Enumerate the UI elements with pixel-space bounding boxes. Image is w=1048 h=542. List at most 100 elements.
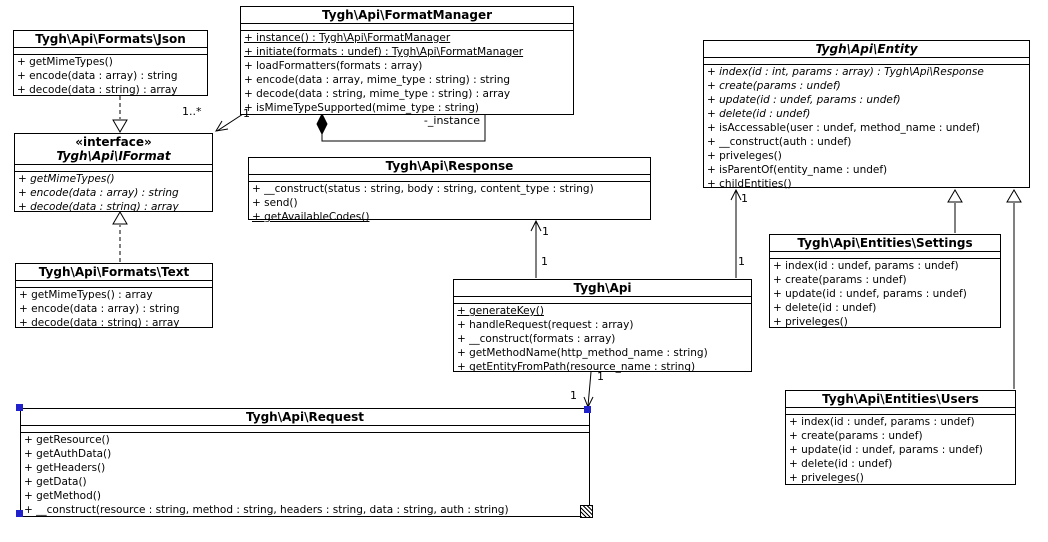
uml-method: + decode(data : string, mime_type : stri… bbox=[244, 88, 511, 100]
uml-method: + delete(id : undef) bbox=[773, 302, 877, 314]
uml-method: + loadFormatters(formats : array) bbox=[244, 60, 423, 72]
methods-compartment: + __construct(status : string, body : st… bbox=[249, 182, 650, 224]
selection-handle-top-right[interactable] bbox=[584, 406, 591, 413]
class-title: Tygh\Api bbox=[454, 280, 751, 297]
class-tygh-api-entities-settings[interactable]: Tygh\Api\Entities\Settings + index(id : … bbox=[769, 234, 1001, 328]
uml-method: + __construct(auth : undef) bbox=[707, 136, 852, 148]
class-title: Tygh\Api\Entity bbox=[704, 41, 1029, 58]
uml-method: + generateKey() bbox=[457, 305, 544, 317]
methods-compartment: + generateKey() + handleRequest(request :… bbox=[454, 304, 751, 374]
multiplicity-label: 1 bbox=[597, 370, 604, 383]
methods-compartment: + getMimeTypes() + encode(data : array) :… bbox=[15, 172, 212, 214]
stereotype-label: «interface» bbox=[75, 135, 152, 149]
uml-method: + delete(id : undef) bbox=[789, 458, 893, 470]
uml-method: + update(id : undef, params : undef) bbox=[773, 288, 967, 300]
uml-method: + encode(data : array) : string bbox=[19, 303, 180, 315]
multiplicity-label: 1 bbox=[738, 255, 745, 268]
uml-method: + isMimeTypeSupported(mime_type : string… bbox=[244, 102, 480, 114]
uml-method: + update(id : undef, params : undef) bbox=[789, 444, 983, 456]
generalization-settings-entity[interactable] bbox=[947, 189, 963, 233]
uml-method: + __construct(status : string, body : st… bbox=[252, 183, 594, 195]
selection-handle-bottom-right-resize[interactable] bbox=[580, 505, 593, 518]
uml-method: + create(params : undef) bbox=[789, 430, 923, 442]
attributes-compartment bbox=[21, 426, 589, 433]
uml-method: + getMimeTypes() : array bbox=[19, 289, 153, 301]
attributes-compartment bbox=[704, 58, 1029, 65]
class-title: Tygh\Api\Entities\Settings bbox=[770, 235, 1000, 252]
class-title: Tygh\Api\Formats\Json bbox=[14, 31, 207, 48]
interface-tygh-api-iformat[interactable]: «interface» Tygh\Api\IFormat + getMimeTy… bbox=[14, 133, 213, 214]
methods-compartment: + index(id : int, params : array) : Tygh… bbox=[704, 65, 1029, 191]
uml-method: + create(params : undef) bbox=[773, 274, 907, 286]
selection-handle-top-left[interactable] bbox=[16, 404, 23, 411]
multiplicity-label: 1..* bbox=[182, 105, 202, 118]
uml-method: + decode(data : string) : array bbox=[18, 201, 179, 213]
multiplicity-label: 1 bbox=[243, 107, 250, 120]
uml-method: + decode(data : string) : array bbox=[19, 317, 180, 329]
role-label-instance: -_instance bbox=[423, 114, 480, 127]
uml-method: + childEntities() bbox=[707, 178, 792, 190]
class-title: «interface» Tygh\Api\IFormat bbox=[15, 134, 212, 165]
uml-method: + getMethod() bbox=[24, 490, 101, 502]
uml-method: + handleRequest(request : array) bbox=[457, 319, 634, 331]
uml-method: + priveleges() bbox=[707, 150, 782, 162]
class-tygh-api-response[interactable]: Tygh\Api\Response + __construct(status :… bbox=[248, 157, 651, 223]
uml-method: + delete(id : undef) bbox=[707, 108, 811, 120]
attributes-compartment bbox=[786, 408, 1015, 415]
methods-compartment: + getResource()+ getAuthData()+ getHeade… bbox=[21, 433, 589, 517]
association-api-response[interactable] bbox=[530, 219, 542, 278]
multiplicity-label: 1 bbox=[741, 192, 748, 205]
uml-method: + initiate(formats : undef) : Tygh\Api\F… bbox=[244, 46, 524, 58]
selection-handle-bottom-left[interactable] bbox=[16, 510, 23, 517]
class-title: Tygh\Api\Formats\Text bbox=[16, 264, 212, 281]
class-tygh-api-entity[interactable]: Tygh\Api\Entity + index(id : int, params… bbox=[703, 40, 1030, 191]
attributes-compartment bbox=[249, 175, 650, 182]
attributes-compartment bbox=[454, 297, 751, 304]
association-api-request[interactable] bbox=[583, 371, 594, 409]
class-tygh-api-request[interactable]: Tygh\Api\Request + getResource()+ getAut… bbox=[20, 408, 590, 517]
attributes-compartment bbox=[770, 252, 1000, 259]
attributes-compartment bbox=[14, 48, 207, 55]
uml-method: + index(id : undef, params : undef) bbox=[789, 416, 975, 428]
class-tygh-api[interactable]: Tygh\Api + generateKey() + handleRequest(… bbox=[453, 279, 752, 374]
attributes-compartment bbox=[241, 24, 573, 31]
uml-method: + encode(data : array) : string bbox=[17, 70, 178, 82]
multiplicity-label: 1 bbox=[570, 389, 577, 402]
uml-method: + priveleges() bbox=[789, 472, 864, 484]
uml-method: + getHeaders() bbox=[24, 462, 106, 474]
uml-method: + getMimeTypes() bbox=[18, 173, 115, 185]
composition-formatmanager-self[interactable] bbox=[316, 112, 486, 142]
uml-method: + encode(data : array) : string bbox=[18, 187, 179, 199]
generalization-users-entity[interactable] bbox=[1006, 189, 1022, 389]
uml-method: + index(id : undef, params : undef) bbox=[773, 260, 959, 272]
uml-method: + getEntityFromPath(resource_name : stri… bbox=[457, 361, 696, 373]
class-tygh-api-formats-text[interactable]: Tygh\Api\Formats\Text + getMimeTypes() :… bbox=[15, 263, 213, 330]
uml-method: + encode(data : array, mime_type : strin… bbox=[244, 74, 511, 86]
uml-method: + index(id : int, params : array) : Tygh… bbox=[707, 66, 984, 78]
class-title: Tygh\Api\Response bbox=[249, 158, 650, 175]
uml-method: + getMimeTypes() bbox=[17, 56, 113, 68]
uml-method: + getAuthData() bbox=[24, 448, 112, 460]
association-formatmanager-iformat[interactable] bbox=[215, 113, 244, 132]
methods-compartment: + index(id : undef, params : undef) + cre… bbox=[786, 415, 1015, 485]
uml-method: + priveleges() bbox=[773, 316, 848, 328]
class-tygh-api-formatmanager[interactable]: Tygh\Api\FormatManager + instance() : Ty… bbox=[240, 6, 574, 115]
class-tygh-api-formats-json[interactable]: Tygh\Api\Formats\Json + getMimeTypes() + … bbox=[13, 30, 208, 96]
uml-method: + getAvailableCodes() bbox=[252, 211, 370, 223]
uml-method: + getData() bbox=[24, 476, 87, 488]
association-api-entity[interactable] bbox=[730, 188, 742, 278]
class-tygh-api-entities-users[interactable]: Tygh\Api\Entities\Users + index(id : und… bbox=[785, 390, 1016, 485]
uml-method: + __construct(resource : string, method … bbox=[24, 504, 509, 516]
class-title: Tygh\Api\Entities\Users bbox=[786, 391, 1015, 408]
realization-json-iformat[interactable] bbox=[112, 96, 128, 133]
uml-method: + instance() : Tygh\Api\FormatManager bbox=[244, 32, 451, 44]
multiplicity-label: 1 bbox=[541, 255, 548, 268]
realization-text-iformat[interactable] bbox=[112, 211, 128, 262]
attributes-compartment bbox=[15, 165, 212, 172]
methods-compartment: + getMimeTypes() : array + encode(data : … bbox=[16, 288, 212, 330]
uml-method: + update(id : undef, params : undef) bbox=[707, 94, 901, 106]
uml-method: + getMethodName(http_method_name : strin… bbox=[457, 347, 708, 359]
uml-method: + decode(data : string) : array bbox=[17, 84, 178, 96]
